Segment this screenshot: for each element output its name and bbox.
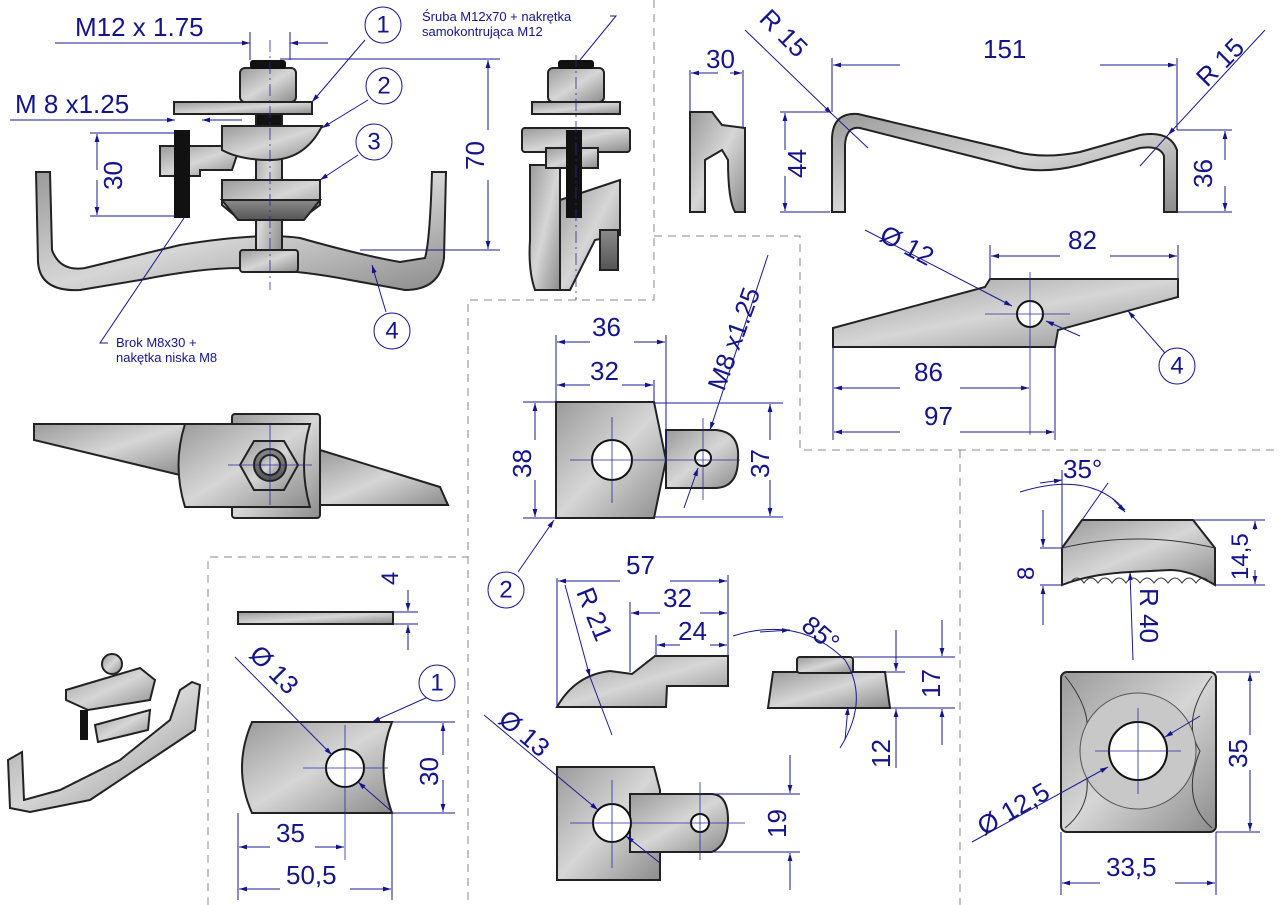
- dim-part4-to-hole: 86: [914, 357, 943, 387]
- part2-end-view: 85° 17 12: [732, 610, 955, 768]
- svg-text:4: 4: [1170, 353, 1183, 380]
- dim-part1-hole: Ø 13: [244, 639, 305, 700]
- dim-part2-height-base: 12: [866, 739, 896, 768]
- dim-part4-total: 97: [924, 401, 953, 431]
- dim-part3-width: 33,5: [1106, 852, 1157, 882]
- dim-part3-hole: Ø 12,5: [972, 776, 1055, 841]
- dim-part4-width: 30: [706, 44, 735, 74]
- svg-text:4: 4: [385, 318, 398, 345]
- part4-plan-view: Ø 12 82 86 97 4: [832, 219, 1196, 440]
- part1-views: 4 Ø 13 30 35 50,5 1: [234, 572, 456, 900]
- dim-part4-length-right: 82: [1068, 225, 1097, 255]
- assembly-side-view: Śruba M12x70 + nakrętka samokontrująca M…: [422, 9, 631, 300]
- note-small-bolt-line1: Brok M8x30 +: [116, 335, 197, 350]
- part-bubble-3: [355, 123, 393, 161]
- dim-part4-radius-left: R 15: [754, 3, 814, 63]
- part3-side-view: 35° 8 14,5 R 40: [1013, 454, 1265, 661]
- dim-part1-total: 50,5: [286, 860, 337, 890]
- top-nut: [239, 67, 297, 103]
- dim-thread-small: M 8 x1.25: [15, 89, 129, 119]
- dim-part2-length-total: 57: [626, 550, 655, 580]
- part3-top-view: Ø 12,5 35 33,5: [971, 671, 1260, 895]
- part2-bottom-view: Ø 13 19: [483, 704, 800, 890]
- dim-thread-main: M12 x 1.75: [75, 12, 204, 42]
- dim-height-total: 70: [460, 141, 490, 170]
- part4-side-profile: 151 R 15 R 15 44 36: [744, 3, 1266, 213]
- dim-part2-bottom-hole: Ø 13: [493, 704, 555, 763]
- dim-part1-thickness: 4: [377, 572, 404, 585]
- part-bubble-2: [365, 67, 403, 105]
- part-4-rail: [34, 171, 448, 292]
- dim-part2-width-outer: 36: [592, 312, 621, 342]
- dim-part3-height: 35: [1223, 739, 1253, 768]
- part-bubble-1: [364, 6, 402, 44]
- dim-part1-height: 30: [414, 757, 444, 786]
- dim-part2-height-right: 37: [745, 449, 775, 478]
- dim-part1-to-hole: 35: [276, 818, 305, 848]
- assembly-plan-view: [33, 413, 450, 519]
- svg-text:1: 1: [430, 670, 443, 697]
- dim-part2-tab-width: 19: [762, 809, 792, 838]
- svg-text:2: 2: [377, 73, 390, 100]
- part-bubble-4: [373, 312, 411, 350]
- note-bolt-line2: samokontrująca M12: [422, 24, 543, 39]
- dim-part3-radius: R 40: [1134, 588, 1164, 643]
- part-bubble-2b: [487, 571, 525, 609]
- dim-part2-angle: 85°: [796, 610, 845, 658]
- part-bubble-1b: [418, 664, 456, 702]
- dim-part3-edge: 8: [1013, 567, 1040, 580]
- dim-part2-height-total: 17: [916, 669, 946, 698]
- dim-part2-thread: M8 x1.25: [701, 283, 766, 394]
- dim-part4-span: 151: [983, 34, 1026, 64]
- part-1-plate: [173, 101, 313, 115]
- note-bolt-line1: Śruba M12x70 + nakrętka: [422, 9, 572, 24]
- dim-part2-height-left: 38: [507, 449, 537, 478]
- svg-text:3: 3: [367, 129, 380, 156]
- dim-part2-width-inner: 32: [590, 356, 619, 386]
- dim-part4-radius-right: R 15: [1190, 32, 1250, 92]
- part4-end-view: 30: [689, 44, 746, 213]
- dim-part2-length-tab: 24: [678, 616, 707, 646]
- note-small-bolt-line2: nakętka niska M8: [116, 350, 217, 365]
- part-bubble-4b: [1158, 347, 1196, 385]
- dim-part2-radius: R 21: [570, 583, 618, 645]
- section-frames: [207, 0, 1280, 905]
- bottom-nut: [239, 249, 299, 273]
- part-2-top: [221, 125, 324, 162]
- svg-text:1: 1: [376, 12, 389, 39]
- dim-height-small: 30: [98, 161, 128, 190]
- dim-part3-angle: 35°: [1063, 454, 1102, 484]
- svg-text:2: 2: [499, 577, 512, 604]
- dim-part4-height-right: 36: [1188, 159, 1218, 188]
- part2-side-view: 57 32 24 R 21: [555, 550, 729, 736]
- assembly-front-view: [34, 40, 448, 292]
- dim-part4-height-left: 44: [782, 149, 812, 178]
- dim-part2-length-mid: 32: [663, 583, 692, 613]
- assembly-isometric-view: [6, 653, 202, 814]
- assembly-dimensions: M12 x 1.75 M 8 x1.25 30 70 1 2 3 4: [10, 6, 500, 365]
- dim-part3-total: 14,5: [1227, 533, 1254, 580]
